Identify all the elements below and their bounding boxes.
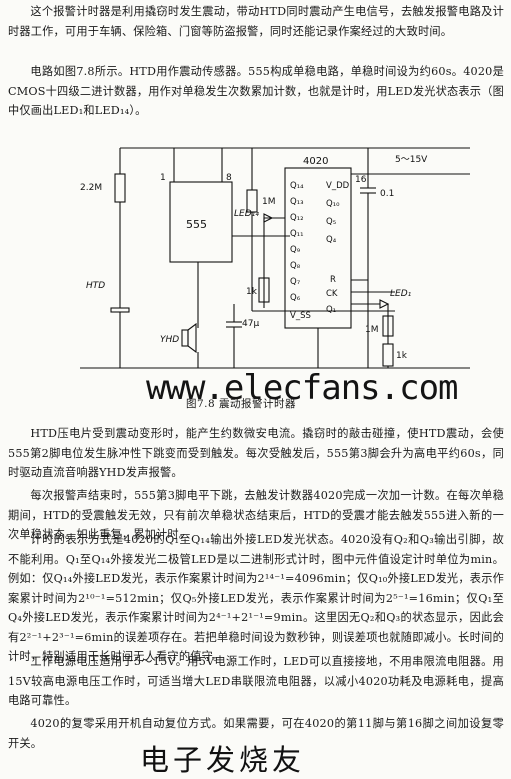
pin-label: R — [330, 275, 336, 285]
pin-label: Q₁ — [326, 305, 336, 315]
paragraph-reset: 4020的复零采用开机自动复位方式。如果需要，可在4020的第11脚与第16脚之… — [8, 717, 504, 750]
pin-label: V_SS — [290, 311, 311, 321]
figure-caption: 图7.8 震动报警计时器 — [186, 398, 297, 410]
watermark: www.elecfans.com — [146, 368, 459, 408]
pin-label: Q₆ — [290, 293, 301, 303]
resistor-1m-label: 1M — [262, 197, 276, 207]
paragraph-intro: 这个报警计时器是利用撬窃时发生震动，带动HTD同时震动产生电信号，去触发报警电路… — [8, 5, 504, 38]
htd-label: HTD — [86, 281, 105, 291]
resistor-2m2-label: 2.2M — [80, 183, 102, 193]
led1-label: LED₁ — [390, 289, 412, 299]
chip-4020-label: 4020 — [303, 156, 328, 167]
pin-16-label: 16 — [355, 175, 367, 185]
site-logo: 电子发烧友 — [140, 743, 306, 777]
chip-555-label: 555 — [186, 218, 207, 231]
capacitor-47u-label: 47μ — [242, 319, 259, 329]
pin-label: Q₄ — [326, 235, 337, 245]
circuit-diagram: 555 1 8 2.2M 1M LED₁₄ 1k 47μ HTD YHD 402… — [80, 147, 470, 369]
pin-8-label: 8 — [226, 173, 232, 183]
pin-label: V_DD — [326, 181, 350, 191]
pin-label: Q₁₀ — [326, 199, 340, 209]
pin-label: Q₉ — [290, 245, 301, 255]
pin-1-label: 1 — [160, 173, 166, 183]
paragraph-circuit: 电路如图7.8所示。HTD用作震动传感器。555构成单稳电路，单稳时间设为约60… — [8, 65, 504, 117]
yhd-label: YHD — [160, 335, 179, 345]
pins-4020-left: Q₁₄ Q₁₃ Q₁₂ Q₁₁ Q₉ Q₈ Q₇ Q₆ V_SS — [290, 181, 311, 321]
pin-label: Q₁₂ — [290, 213, 304, 223]
capacitor-01-label: 0.1 — [380, 189, 394, 199]
paragraph-display: 计时的表示方式是4020的Q₁至Q₁₄输出外接LED发光状态。4020没有Q₂和… — [8, 533, 504, 663]
paragraph-trigger: HTD压电片受到震动变形时，能产生约数微安电流。撬窃时的敲击碰撞，使HTD震动，… — [8, 427, 504, 479]
resistor-1k-right-label: 1k — [396, 351, 408, 361]
resistor-1m-right-label: 1M — [365, 325, 379, 335]
resistor-1k-label: 1k — [246, 287, 258, 297]
pins-4020-right: V_DD Q₁₀ Q₅ Q₄ R CK Q₁ — [326, 181, 350, 315]
pin-label: Q₁₄ — [290, 181, 304, 191]
pin-label: Q₅ — [326, 217, 336, 227]
led14-label: LED₁₄ — [234, 209, 259, 219]
pin-label: Q₈ — [290, 261, 301, 271]
paragraph-count: 每次报警声结束时，555第3脚电平下跳，去触发计数器4020完成一次加一计数。在… — [8, 489, 504, 541]
supply-label: 5～15V — [395, 155, 428, 165]
pin-label: Q₁₁ — [290, 229, 304, 239]
paragraph-power: 工作电源电压适用于5～15V。用5V电源工作时，LED可以直接接地，不用串限流电… — [8, 655, 504, 707]
pin-label: Q₁₃ — [290, 197, 304, 207]
pin-label: CK — [326, 289, 338, 299]
pin-label: Q₇ — [290, 277, 301, 287]
